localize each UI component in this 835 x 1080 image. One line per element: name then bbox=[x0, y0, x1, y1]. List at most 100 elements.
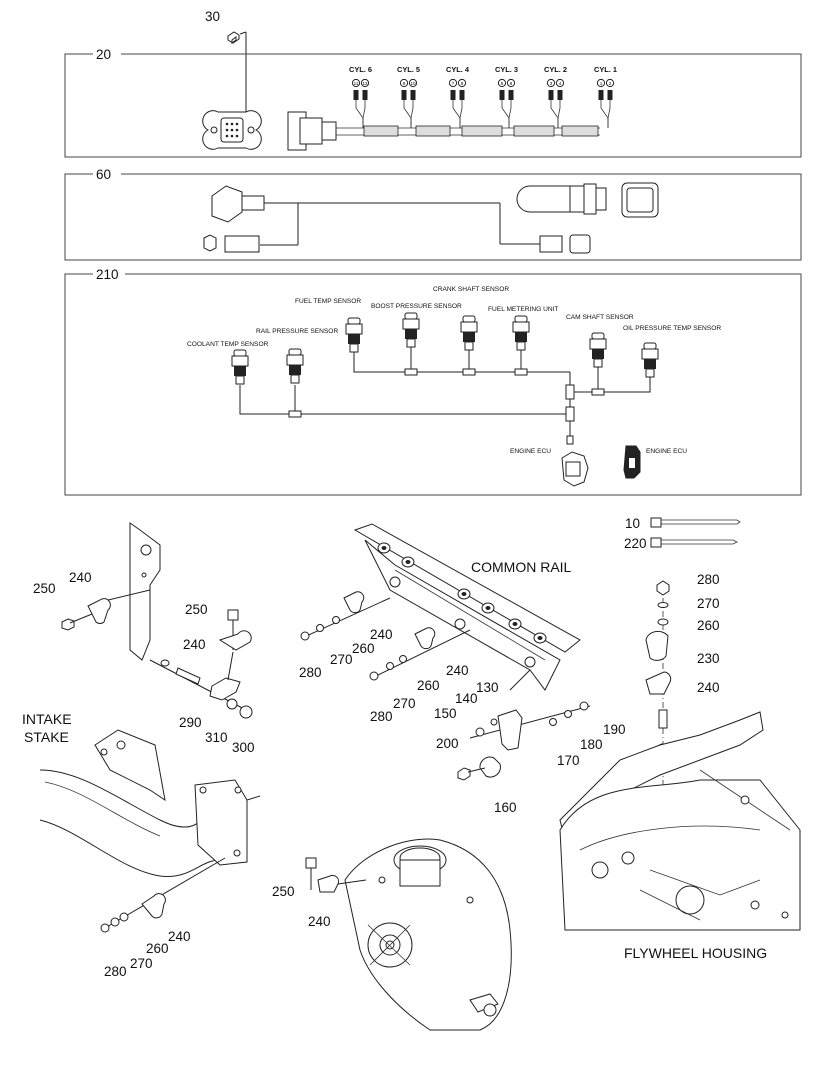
cylinder-label: CYL. 5 bbox=[397, 65, 420, 74]
pin-number: 4 bbox=[559, 81, 562, 86]
callout-280-lower-left: 280 bbox=[104, 964, 127, 979]
rail-port-bore bbox=[381, 546, 387, 550]
harness-60-box bbox=[64, 173, 802, 261]
cylinder-label: CYL. 4 bbox=[446, 65, 470, 74]
callout-210: 210 bbox=[96, 267, 119, 282]
sensor-plug bbox=[592, 349, 604, 359]
common-rail bbox=[353, 523, 581, 691]
callout-270-right: 270 bbox=[697, 596, 720, 611]
engine-ecu-connectors bbox=[561, 445, 641, 487]
cylinder-wire bbox=[508, 100, 512, 128]
clip-stack-lower-left bbox=[100, 857, 226, 933]
callout-160: 160 bbox=[494, 800, 517, 815]
callout-270-lower-left: 270 bbox=[130, 956, 153, 971]
cylinder-label: CYL. 2 bbox=[544, 65, 567, 74]
pin-terminal bbox=[353, 90, 359, 100]
label-fuel-temp-sensor: FUEL TEMP SENSOR bbox=[295, 298, 361, 305]
label-cam-shaft-sensor: CAM SHAFT SENSOR bbox=[566, 314, 634, 321]
callout-180: 180 bbox=[580, 737, 603, 752]
sensor-body bbox=[460, 321, 478, 333]
cylinder-wire bbox=[452, 100, 461, 128]
callout-240-bottom: 240 bbox=[308, 914, 331, 929]
sensor-cap bbox=[347, 317, 361, 325]
flange-connector bbox=[202, 110, 262, 150]
sensor-plug bbox=[644, 359, 656, 369]
callout-240-lower-left: 240 bbox=[168, 929, 191, 944]
pin-number: 2 bbox=[609, 81, 612, 86]
callout-190: 190 bbox=[603, 722, 626, 737]
sensor-body bbox=[402, 318, 420, 330]
pin-circle bbox=[555, 78, 565, 88]
cylinder-wire bbox=[600, 100, 609, 128]
label-boost-pressure-sensor: BOOST PRESSURE SENSOR bbox=[371, 303, 462, 310]
callout-300: 300 bbox=[232, 740, 255, 755]
pressure-relief-assembly bbox=[457, 669, 591, 781]
callout-280-rail-upper: 280 bbox=[299, 665, 322, 680]
bolt-clip-250-240-left bbox=[61, 598, 111, 631]
sensor-cap bbox=[591, 332, 605, 340]
sensor-plug bbox=[405, 329, 417, 339]
sensor-cap bbox=[404, 312, 418, 320]
callout-270-rail-lower: 270 bbox=[393, 696, 416, 711]
callout-60: 60 bbox=[96, 167, 111, 182]
callout-290: 290 bbox=[179, 715, 202, 730]
pin-circle bbox=[596, 78, 606, 88]
pin-terminal bbox=[450, 90, 456, 100]
label-intake: INTAKE bbox=[22, 711, 72, 727]
label-oil-pressure-temp-sensor: OIL PRESSURE TEMP SENSOR bbox=[623, 325, 721, 332]
cylinder-wire bbox=[355, 100, 364, 128]
pin-number: 5 bbox=[501, 81, 504, 86]
sensor-cap bbox=[288, 348, 302, 356]
sensor-body bbox=[641, 348, 659, 360]
sensor-body bbox=[589, 338, 607, 350]
harness-60-right-connector bbox=[499, 182, 659, 254]
pin-terminal bbox=[548, 90, 554, 100]
sensor-cap bbox=[643, 342, 657, 350]
label-engine-ecu-right: ENGINE ECU bbox=[646, 448, 687, 455]
callout-240-mid: 240 bbox=[183, 637, 206, 652]
callout-240-left: 240 bbox=[69, 570, 92, 585]
callout-260-rail-upper: 260 bbox=[352, 641, 375, 656]
rail-port-bore bbox=[512, 622, 518, 626]
sensor-cap bbox=[514, 315, 528, 323]
callout-260-lower-left: 260 bbox=[146, 941, 169, 956]
cylinder-wire bbox=[362, 100, 366, 128]
pin-terminal bbox=[598, 90, 604, 100]
cylinder-wire bbox=[410, 100, 414, 128]
sensor-plug bbox=[463, 332, 475, 342]
harness-210-box bbox=[64, 273, 802, 496]
sensor-body bbox=[345, 323, 363, 335]
cylinder-wire bbox=[607, 100, 611, 128]
callout-250-mid: 250 bbox=[185, 602, 208, 617]
callout-310: 310 bbox=[205, 730, 228, 745]
bolt-30 bbox=[227, 31, 247, 118]
stud-assembly bbox=[149, 659, 253, 719]
cylinder-label: CYL. 1 bbox=[594, 65, 617, 74]
callout-30: 30 bbox=[205, 9, 220, 24]
sensor-tail bbox=[593, 358, 603, 368]
cylinder-wire bbox=[459, 100, 463, 128]
sensor-connectors bbox=[231, 312, 659, 385]
pin-number: 8 bbox=[461, 81, 464, 86]
box-label-bg bbox=[93, 167, 121, 181]
harness-sleeves bbox=[363, 125, 599, 137]
box-label-bg bbox=[93, 267, 125, 281]
callout-260-rail-lower: 260 bbox=[417, 678, 440, 693]
pin-circle bbox=[605, 78, 615, 88]
sensor-tail bbox=[645, 368, 655, 378]
pin-circle bbox=[497, 78, 507, 88]
callout-260-right: 260 bbox=[697, 618, 720, 633]
pin-terminal bbox=[499, 90, 505, 100]
pin-circle bbox=[351, 78, 361, 88]
callout-170: 170 bbox=[557, 753, 580, 768]
harness-20-box bbox=[64, 53, 802, 158]
rail-port-bore bbox=[405, 560, 411, 564]
callout-240-rail-upper: 240 bbox=[370, 627, 393, 642]
pin-circle bbox=[457, 78, 467, 88]
sensor-tail bbox=[406, 338, 416, 348]
pin-circle bbox=[546, 78, 556, 88]
cylinder-label: CYL. 6 bbox=[349, 65, 372, 74]
pin-number: 12 bbox=[362, 81, 368, 86]
sensor-tail bbox=[516, 341, 526, 351]
